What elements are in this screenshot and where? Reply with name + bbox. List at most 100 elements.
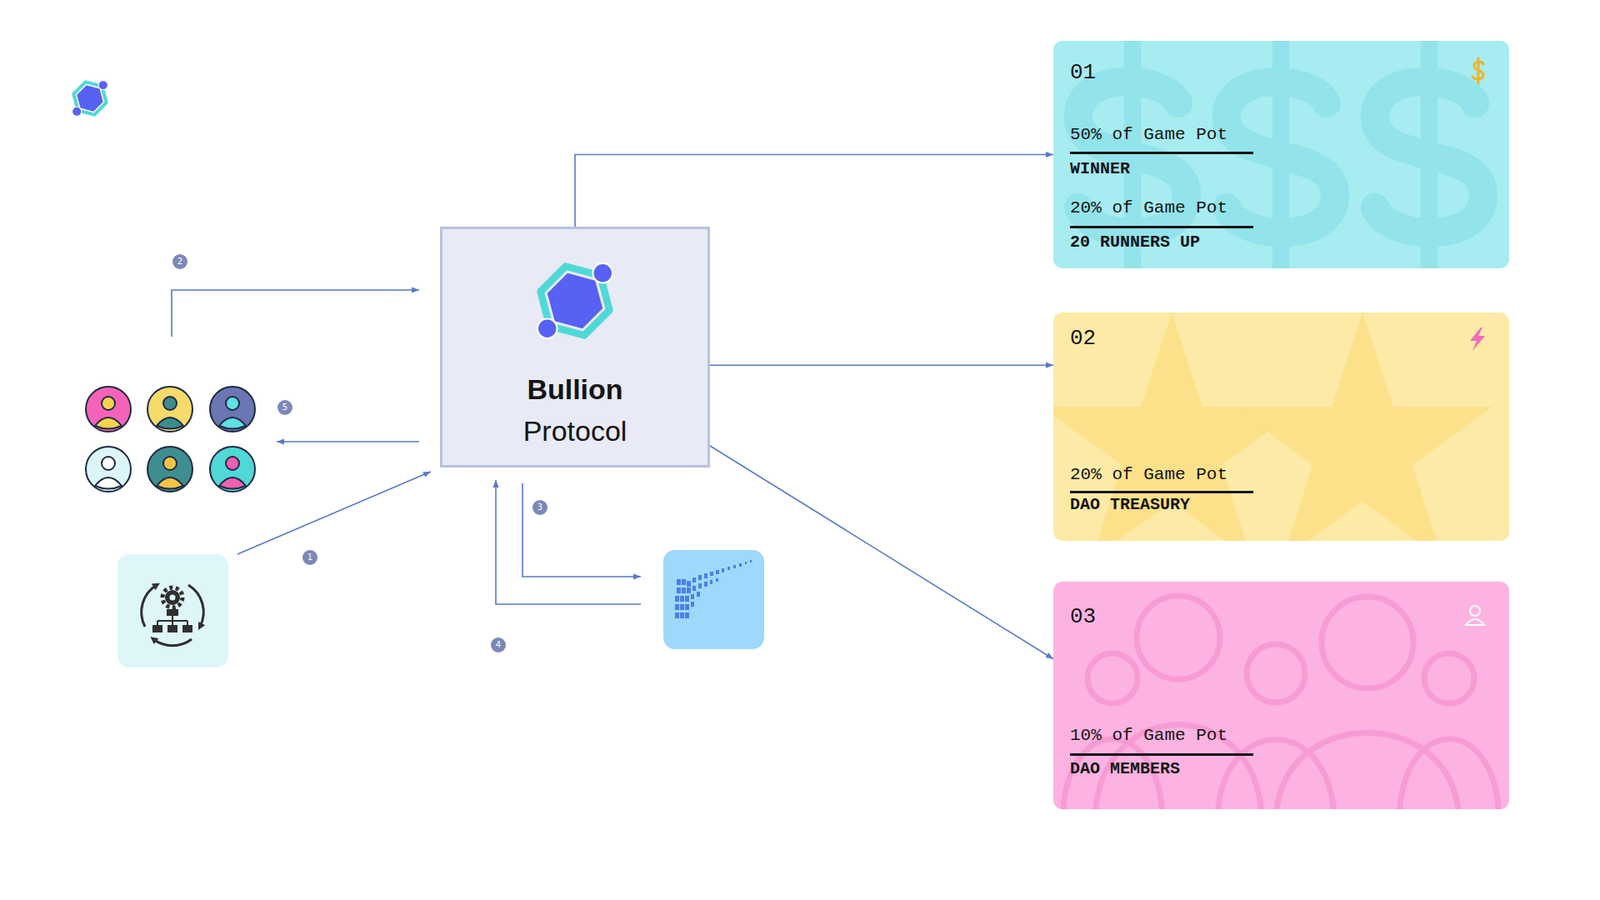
user-avatars-part [210,446,255,492]
recipient-name: DAO MEMBERS [1070,759,1180,780]
recipient-name: 20 RUNNERS UP [1070,232,1200,253]
user-avatars-part [101,396,115,410]
flow-connector [710,364,1054,366]
user-avatars-part [156,477,184,490]
random-number-icon-part-part [690,601,695,607]
random-number-icon-part-part [727,566,730,570]
random-number-icon-part-part [733,565,736,569]
payout-card: 0150% of Game PotWINNER20% of Game Pot20… [1053,40,1510,269]
flow-arrows-part [276,440,420,443]
dollar-icon-part [1477,58,1480,84]
random-number-icon-part-part [680,604,685,610]
brand-logo [72,80,109,117]
random-number-icon-part-part [676,579,681,585]
random-number-icon-part-part [710,571,714,576]
card-number: 03 [1070,604,1096,630]
automation-icon-part [170,595,176,601]
protocol-box: BullionProtocol [440,226,710,468]
protocol-name: Bullion [442,371,708,407]
user-avatars [85,386,255,492]
random-number-icon-part-part [675,604,680,610]
user-avatars-part [85,386,131,432]
random-number-icon-part-part [704,581,708,587]
card-number: 01 [1070,60,1096,85]
people-watermark-part-part [1087,653,1138,704]
random-number-icon-part-part [710,580,713,585]
automation-icon-part [167,625,178,633]
random-number-icon-part-part [675,595,680,602]
people-watermark-part-part [1246,644,1305,703]
random-number-icon-part-part [739,563,742,567]
automation-icon-part [141,585,157,627]
random-number-icon-part-part [681,579,686,585]
recipient-name: DAO TREASURY [1070,495,1190,515]
user-avatars-part [147,446,193,492]
person-icon [1465,605,1485,625]
protocol-logo-part [537,263,613,339]
payout-card: 02 20% of Game PotDAO TREASURY [1053,312,1510,541]
automation-icon-part [166,609,179,616]
underline-rule [1070,225,1254,229]
bolt-icon [1470,327,1485,351]
underline-rule [1070,151,1254,155]
dollar-icon [1472,58,1484,84]
random-number-icon-part-part [680,595,685,602]
user-avatars-part [210,386,255,432]
random-number-icon-part-part [715,578,719,582]
random-number-icon-part-part [685,604,690,610]
share-text: 20% of Game Pot [1070,464,1228,486]
user-avatars-part [95,477,122,490]
flow-connector [710,445,1054,660]
automation-icon-part [188,585,204,627]
random-number-icon-part-part [686,587,691,594]
random-number-icon-part-part [721,568,725,573]
random-number-icon-part [663,550,765,650]
person-icon-part [1465,619,1485,625]
random-number-icon-part-part [692,577,696,583]
people-watermark-part [1062,595,1500,810]
random-number-icon-part-part [680,612,685,619]
automation-icon-part [153,639,192,646]
share-text: 50% of Game Pot [1070,124,1228,146]
random-number-icon-part-part [681,587,686,594]
automation-icon-part [162,587,183,608]
flow-arrows-part [237,471,431,555]
random-number-icon-part-part [715,570,720,575]
people-watermark-part-part [1136,595,1220,680]
flow-arrows-part [495,480,641,605]
share-text: 10% of Game Pot [1070,725,1228,747]
protocol-name: Protocol [442,413,708,449]
random-number-icon-part-part [685,595,690,602]
random-number-icon-part-part [690,594,695,600]
callout-number: 4 [490,637,506,653]
underline-rule [1070,753,1254,756]
random-number-icon-part-part [698,583,702,589]
user-avatars-part [85,446,131,492]
flow-arrows-part [171,290,420,337]
automation-icon [117,554,229,668]
dollar-watermark-part-part [1272,40,1290,269]
automation-icon-part [182,625,193,633]
user-avatars-part [219,417,246,430]
callout-number: 5 [277,400,293,415]
dollar-watermark-part-part [1420,40,1438,269]
random-number-icon-part-part [675,612,680,619]
automation-icon-part [117,554,229,668]
automation-icon-part [165,590,180,605]
people-watermark-part-part [1321,596,1414,689]
user-avatars-part [225,456,240,470]
callout-number: 3 [532,500,548,515]
star-watermark-part [1232,312,1493,541]
random-number-icon [663,550,765,650]
random-number-icon-part-part [692,585,696,591]
callout-number: 2 [172,254,188,270]
random-number-icon-part-part [676,587,681,594]
random-number-icon-part-part [704,573,708,579]
underline-rule [1070,490,1254,494]
card-number: 02 [1070,325,1096,351]
callout-number: 1 [302,550,318,565]
user-avatars-part [219,477,246,490]
random-number-icon-part-part [750,560,752,563]
user-avatars-part [163,396,177,410]
